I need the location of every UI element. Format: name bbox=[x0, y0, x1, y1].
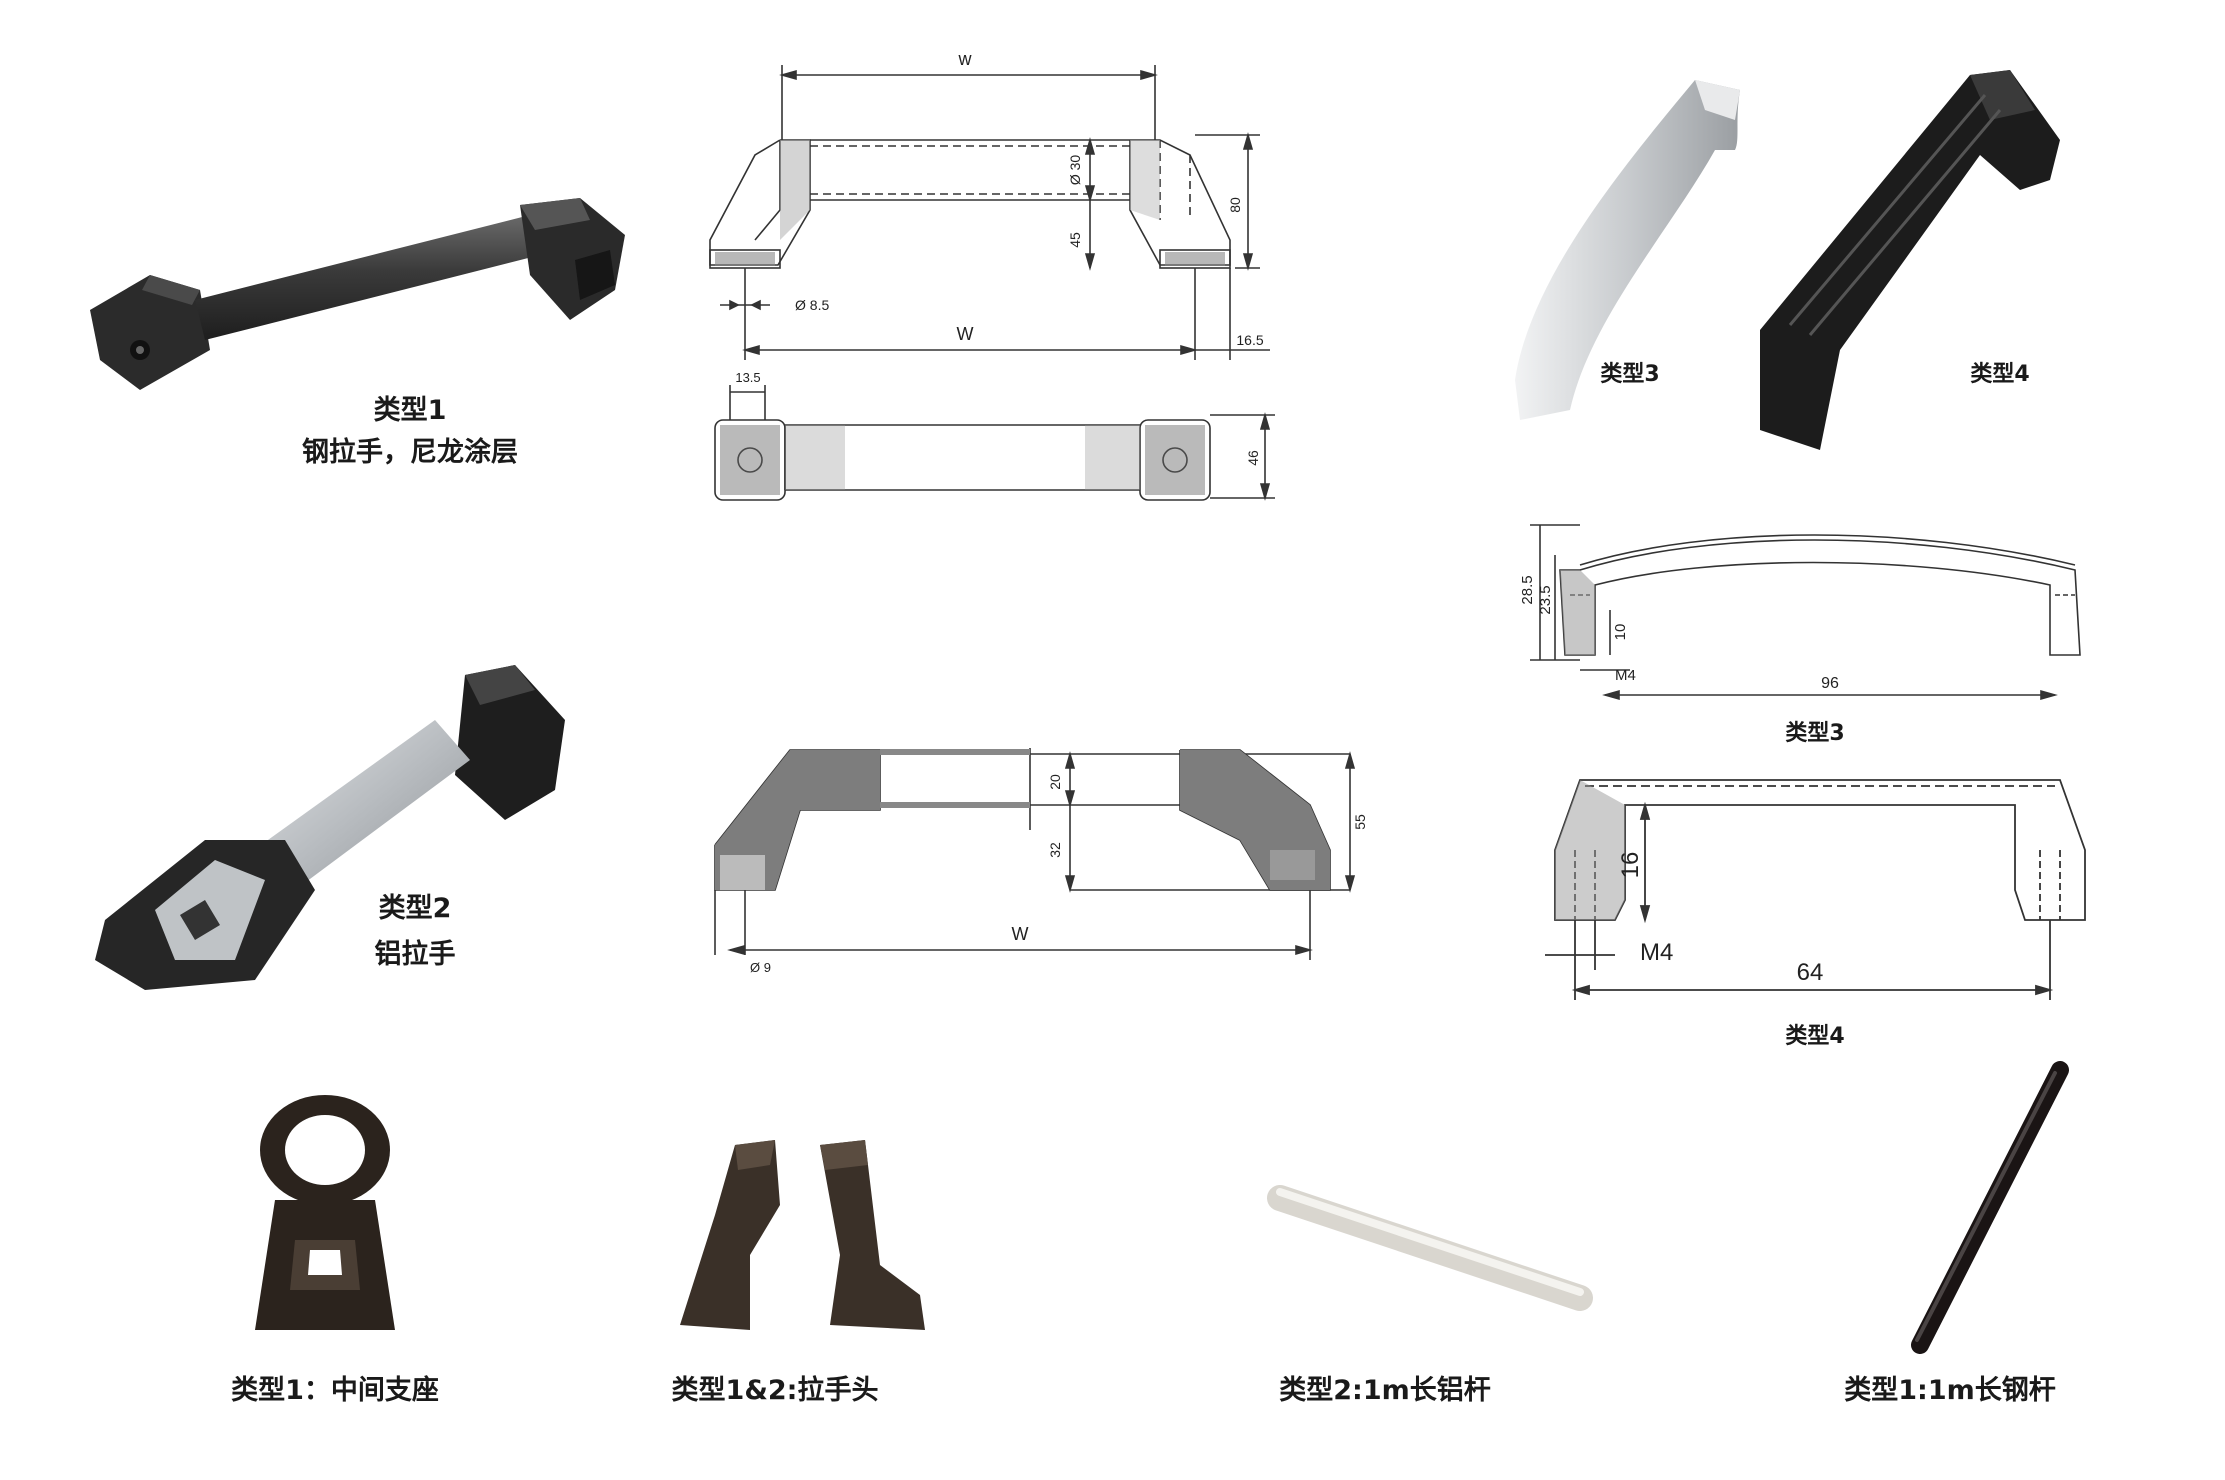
type1-caption-desc: 钢拉手，尼龙涂层 bbox=[302, 437, 518, 468]
dim-h80: 80 bbox=[1227, 197, 1243, 213]
type4-handle-photo bbox=[1760, 70, 2060, 450]
middle-support-photo bbox=[255, 1095, 395, 1330]
type1-caption-title: 类型1 bbox=[373, 395, 447, 426]
type3-photo-caption: 类型3 bbox=[1600, 362, 1660, 387]
dim-dia30: Ø 30 bbox=[1067, 155, 1083, 186]
dim-64: 64 bbox=[1797, 959, 1824, 986]
type2-caption-desc: 铝拉手 bbox=[374, 939, 456, 970]
type3-technical-drawing: 28.5 23.5 10 M4 96 bbox=[1519, 524, 2081, 701]
dim-dia9: Ø 9 bbox=[750, 960, 771, 975]
type4-technical-drawing: 16 M4 64 bbox=[1545, 779, 2086, 1000]
type4-photo-caption: 类型4 bbox=[1970, 362, 2030, 387]
aluminum-rod-caption: 类型2:1m长铝杆 bbox=[1279, 1375, 1491, 1406]
dim-23-5: 23.5 bbox=[1537, 585, 1554, 614]
dim-w: W bbox=[1012, 924, 1029, 944]
handle-heads-caption: 类型1&2:拉手头 bbox=[671, 1375, 879, 1406]
dim-h45: 45 bbox=[1067, 232, 1083, 248]
dim-dia85: Ø 8.5 bbox=[795, 297, 829, 313]
dim-13-5: 13.5 bbox=[735, 370, 760, 385]
steel-rod-caption: 类型1:1m长钢杆 bbox=[1844, 1375, 2056, 1406]
dim-h55: 55 bbox=[1352, 814, 1368, 830]
dim-h32: 32 bbox=[1047, 842, 1063, 858]
middle-support-caption: 类型1：中间支座 bbox=[231, 1375, 439, 1406]
type3-handle-photo bbox=[1515, 80, 1740, 420]
dim-16-5: 16.5 bbox=[1236, 332, 1263, 348]
handle-heads-photo bbox=[680, 1140, 925, 1330]
dim-w-top: w bbox=[958, 49, 973, 69]
dim-w-bottom: W bbox=[957, 324, 974, 344]
type1-technical-drawing: w Ø 30 80 45 Ø 8.5 W 16.5 13.5 46 bbox=[709, 49, 1275, 501]
type1-handle-photo bbox=[90, 198, 625, 390]
dim-28-5: 28.5 bbox=[1519, 575, 1536, 604]
dim-h20: 20 bbox=[1047, 774, 1063, 790]
steel-rod-photo bbox=[1911, 1061, 2069, 1354]
type2-handle-photo bbox=[95, 665, 565, 990]
dim-46: 46 bbox=[1245, 450, 1261, 466]
dim-10: 10 bbox=[1612, 624, 1629, 641]
aluminum-rod-photo bbox=[1267, 1185, 1593, 1311]
type2-technical-drawing: 20 32 55 W Ø 9 bbox=[714, 748, 1368, 975]
dim-m4-type3: M4 bbox=[1615, 667, 1636, 684]
type4-drawing-caption: 类型4 bbox=[1785, 1024, 1845, 1049]
type3-drawing-caption: 类型3 bbox=[1785, 721, 1845, 746]
dim-m4-type4: M4 bbox=[1640, 939, 1673, 966]
dim-96: 96 bbox=[1821, 675, 1839, 692]
dim-16: 16 bbox=[1617, 852, 1644, 879]
type2-caption-title: 类型2 bbox=[378, 893, 452, 924]
